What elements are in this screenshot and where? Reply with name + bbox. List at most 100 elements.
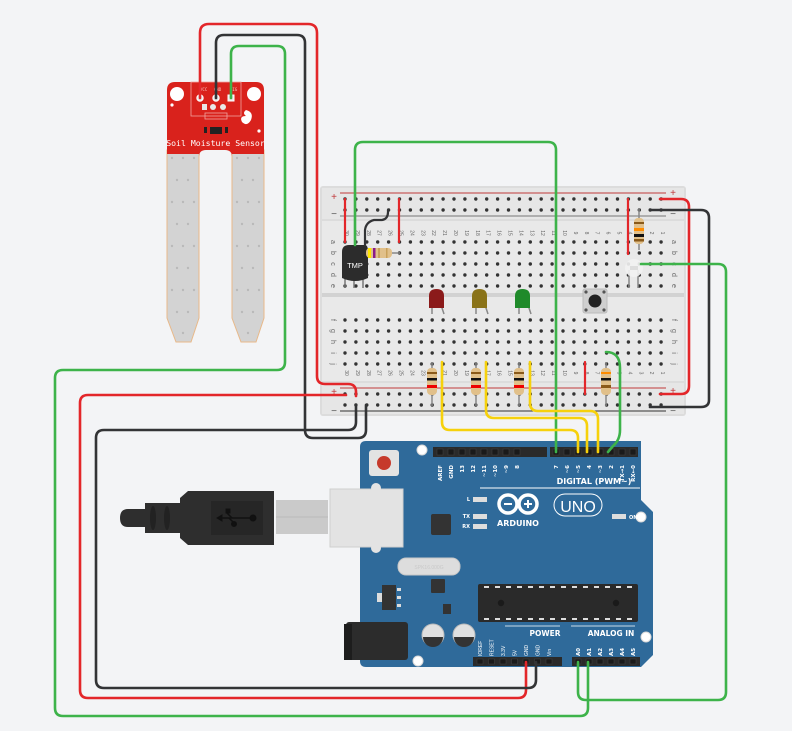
- breadboard-hole[interactable]: [539, 329, 543, 333]
- rail-hole[interactable]: [615, 208, 620, 212]
- resistor[interactable]: [471, 362, 481, 406]
- soil-moisture-sensor[interactable]: VCC GND SIG Soil Moisture Sensor: [166, 81, 265, 343]
- breadboard-hole[interactable]: [452, 240, 456, 244]
- rail-hole[interactable]: [376, 392, 380, 396]
- breadboard-hole[interactable]: [386, 329, 391, 333]
- breadboard-hole[interactable]: [528, 351, 532, 355]
- rail-hole[interactable]: [583, 208, 587, 212]
- breadboard-hole[interactable]: [376, 240, 380, 244]
- rail-hole[interactable]: [539, 197, 543, 201]
- rail-hole[interactable]: [637, 197, 641, 201]
- wire-rail-5v[interactable]: [78, 393, 528, 700]
- rail-hole[interactable]: [408, 403, 413, 407]
- breadboard-hole[interactable]: [604, 240, 609, 244]
- breadboard-hole[interactable]: [506, 351, 511, 355]
- breadboard-hole[interactable]: [354, 329, 358, 333]
- analog-pin[interactable]: [596, 658, 604, 665]
- breadboard-hole[interactable]: [441, 240, 445, 244]
- breadboard-hole[interactable]: [452, 273, 456, 277]
- breadboard-hole[interactable]: [572, 240, 576, 244]
- breadboard-hole[interactable]: [506, 262, 511, 266]
- breadboard-hole[interactable]: [495, 351, 500, 355]
- breadboard-hole[interactable]: [637, 251, 641, 255]
- breadboard-hole[interactable]: [594, 251, 598, 255]
- breadboard-hole[interactable]: [495, 240, 500, 244]
- breadboard-hole[interactable]: [354, 340, 358, 344]
- breadboard-hole[interactable]: [659, 251, 663, 255]
- rail-hole[interactable]: [343, 403, 347, 407]
- breadboard-hole[interactable]: [517, 251, 522, 255]
- breadboard-hole[interactable]: [561, 351, 565, 355]
- breadboard-hole[interactable]: [626, 351, 631, 355]
- breadboard-hole[interactable]: [430, 240, 434, 244]
- breadboard-hole[interactable]: [343, 318, 347, 322]
- breadboard-hole[interactable]: [583, 262, 587, 266]
- breadboard-hole[interactable]: [648, 351, 652, 355]
- resistor-top-right[interactable]: [634, 208, 644, 250]
- breadboard-hole[interactable]: [474, 240, 478, 244]
- breadboard-hole[interactable]: [506, 362, 511, 366]
- breadboard-hole[interactable]: [506, 251, 511, 255]
- rail-hole[interactable]: [572, 403, 576, 407]
- wire-yellow-green-led[interactable]: [528, 360, 600, 454]
- breadboard-hole[interactable]: [376, 284, 380, 288]
- breadboard-hole[interactable]: [604, 262, 609, 266]
- breadboard-hole[interactable]: [561, 284, 565, 288]
- breadboard-hole[interactable]: [517, 262, 522, 266]
- resistor[interactable]: [514, 362, 524, 406]
- rail-hole[interactable]: [452, 197, 456, 201]
- analog-pin[interactable]: [607, 658, 615, 665]
- breadboard-hole[interactable]: [365, 329, 369, 333]
- breadboard-hole[interactable]: [474, 329, 478, 333]
- breadboard-hole[interactable]: [506, 284, 511, 288]
- reset-button-cap[interactable]: [377, 456, 391, 470]
- breadboard-hole[interactable]: [441, 329, 445, 333]
- rail-hole[interactable]: [604, 197, 609, 201]
- breadboard-hole[interactable]: [528, 251, 532, 255]
- breadboard-hole[interactable]: [648, 273, 652, 277]
- rail-hole[interactable]: [419, 208, 423, 212]
- breadboard-hole[interactable]: [583, 329, 587, 333]
- breadboard-hole[interactable]: [441, 351, 445, 355]
- breadboard-hole[interactable]: [583, 340, 587, 344]
- breadboard-hole[interactable]: [452, 362, 456, 366]
- power-pin[interactable]: [511, 658, 518, 665]
- rail-hole[interactable]: [648, 197, 652, 201]
- breadboard-hole[interactable]: [430, 329, 434, 333]
- breadboard-hole[interactable]: [615, 340, 620, 344]
- breadboard-hole[interactable]: [463, 362, 467, 366]
- breadboard-hole[interactable]: [615, 262, 620, 266]
- breadboard-hole[interactable]: [376, 362, 380, 366]
- breadboard-hole[interactable]: [550, 351, 554, 355]
- breadboard-hole[interactable]: [419, 340, 423, 344]
- breadboard-hole[interactable]: [452, 340, 456, 344]
- wire-soil-gnd[interactable]: [214, 33, 368, 440]
- breadboard-hole[interactable]: [386, 262, 391, 266]
- breadboard-hole[interactable]: [430, 251, 434, 255]
- digital-pin[interactable]: [436, 448, 444, 456]
- breadboard-hole[interactable]: [539, 240, 543, 244]
- breadboard-hole[interactable]: [648, 251, 652, 255]
- wire-yellow-red-led[interactable]: [440, 360, 580, 454]
- wire-yellow-yellow-led[interactable]: [484, 360, 589, 454]
- breadboard-hole[interactable]: [517, 318, 522, 322]
- components[interactable]: TMP: [342, 245, 643, 315]
- analog-pin[interactable]: [618, 658, 626, 665]
- breadboard-hole[interactable]: [528, 273, 532, 277]
- breadboard-hole[interactable]: [474, 318, 478, 322]
- breadboard-hole[interactable]: [408, 284, 413, 288]
- breadboard-hole[interactable]: [528, 340, 532, 344]
- breadboard-hole[interactable]: [517, 329, 522, 333]
- breadboard-hole[interactable]: [430, 273, 434, 277]
- wire-rail-minus-right[interactable]: [648, 208, 711, 409]
- breadboard-hole[interactable]: [572, 284, 576, 288]
- breadboard-hole[interactable]: [615, 273, 620, 277]
- breadboard-hole[interactable]: [376, 318, 380, 322]
- breadboard-hole[interactable]: [626, 329, 631, 333]
- breadboard-hole[interactable]: [485, 351, 489, 355]
- breadboard-hole[interactable]: [365, 318, 369, 322]
- breadboard-hole[interactable]: [517, 351, 522, 355]
- breadboard-hole[interactable]: [386, 284, 391, 288]
- breadboard-hole[interactable]: [615, 329, 620, 333]
